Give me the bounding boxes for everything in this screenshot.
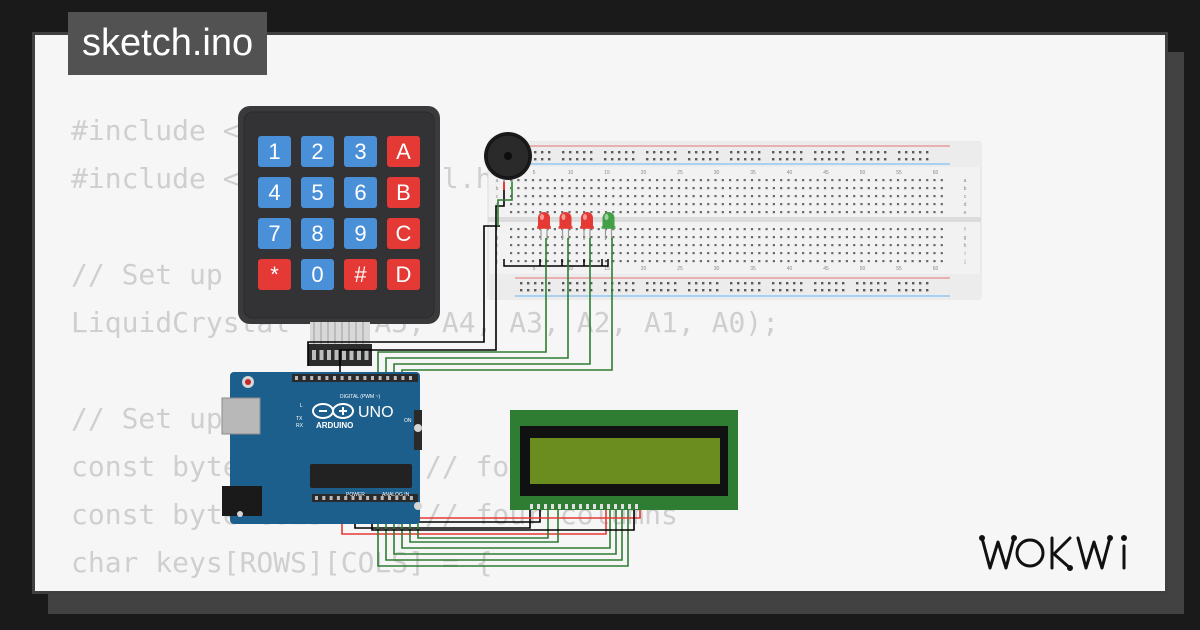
breadboard-column-label: 5 <box>533 170 536 176</box>
keypad-key[interactable]: 4 <box>258 177 291 208</box>
breadboard-column-label: 20 <box>641 170 647 176</box>
breadboard-column-label: 35 <box>750 170 756 176</box>
breadboard-row-label: a <box>964 178 967 184</box>
wokwi-logo <box>979 535 1127 571</box>
keypad-key[interactable]: 7 <box>258 218 291 249</box>
keypad-key[interactable]: 6 <box>344 177 377 208</box>
breadboard-row-label: d <box>964 202 967 208</box>
keypad-key-label: 3 <box>354 139 366 164</box>
breadboard-column-label: 40 <box>787 266 793 272</box>
keypad-key-label: C <box>396 221 412 246</box>
breadboard-column-label: 40 <box>787 170 793 176</box>
breadboard-column-label: 15 <box>604 170 610 176</box>
breadboard-column-label: 20 <box>641 266 647 272</box>
arduino-logo <box>312 403 354 419</box>
breadboard-column-label: 45 <box>823 266 829 272</box>
led[interactable] <box>537 212 551 240</box>
breadboard-column-label: 30 <box>714 266 720 272</box>
led[interactable] <box>558 212 573 240</box>
breadboard-row-label: d <box>496 202 499 208</box>
breadboard-column-label: 25 <box>677 266 683 272</box>
keypad-key-label: B <box>396 180 411 205</box>
breadboard-row-label: g <box>964 235 967 241</box>
breadboard-column-label: 60 <box>933 170 939 176</box>
keypad[interactable]: 1 2 3 A 4 5 6 B 7 8 9 C * 0 # D <box>238 106 440 366</box>
keypad-key[interactable]: 9 <box>344 218 377 249</box>
breadboard-column-label: 35 <box>750 266 756 272</box>
arduino-brand: ARDUINO <box>316 421 353 430</box>
arduino-led-l: L <box>300 403 303 409</box>
keypad-key[interactable]: 0 <box>301 259 334 290</box>
keypad-key[interactable]: 1 <box>258 136 291 167</box>
breadboard-column-label: 10 <box>568 266 574 272</box>
breadboard-column-label: 15 <box>604 266 610 272</box>
lcd-display[interactable] <box>510 410 738 510</box>
breadboard-row-label: j <box>963 259 965 265</box>
keypad-key-label: # <box>354 262 367 287</box>
breadboard-row-label: g <box>496 235 499 241</box>
breadboard-row-label: h <box>496 243 499 249</box>
keypad-key-label: 1 <box>268 139 280 164</box>
breadboard-row-label: e <box>496 210 499 216</box>
breadboard-row-label: i <box>964 251 965 257</box>
keypad-key-label: 5 <box>311 180 323 205</box>
breadboard-row-label: f <box>496 227 498 233</box>
breadboard-column-label: 55 <box>896 266 902 272</box>
keypad-key-label: D <box>396 262 412 287</box>
breadboard-column-label: 10 <box>568 170 574 176</box>
arduino-led-tx: TX <box>296 416 303 422</box>
keypad-key-label: A <box>396 139 411 164</box>
arduino-led-rx: RX <box>296 423 304 429</box>
keypad-key-label: 0 <box>311 262 323 287</box>
breadboard-holes <box>510 151 943 292</box>
keypad-key[interactable]: A <box>387 136 420 167</box>
breadboard-column-label: 5 <box>533 266 536 272</box>
keypad-key-label: 8 <box>311 221 323 246</box>
led[interactable] <box>580 212 594 240</box>
keypad-key-label: 2 <box>311 139 323 164</box>
breadboard-row-label: a <box>496 178 499 184</box>
arduino-analog-label: ANALOG IN <box>382 492 410 498</box>
keypad-key[interactable]: 8 <box>301 218 334 249</box>
breadboard-column-label: 25 <box>677 170 683 176</box>
breadboard-row-label: b <box>964 186 967 192</box>
arduino-digital-label: DIGITAL (PWM ~) <box>340 394 380 400</box>
keypad-key[interactable]: C <box>387 218 420 249</box>
breadboard-row-label: f <box>964 227 966 233</box>
breadboard-column-label: 50 <box>860 170 866 176</box>
arduino-model: UNO <box>358 404 394 421</box>
keypad-key-label: 9 <box>354 221 366 246</box>
keypad-key[interactable]: 5 <box>301 177 334 208</box>
code-line: char keys[ROWS][COLS] = { <box>71 546 493 579</box>
buzzer[interactable] <box>484 132 532 190</box>
breadboard-column-label: 30 <box>714 170 720 176</box>
breadboard-row-label: i <box>496 251 497 257</box>
keypad-key-label: 4 <box>268 180 280 205</box>
keypad-key[interactable]: B <box>387 177 420 208</box>
breadboard-row-label: c <box>964 194 967 200</box>
breadboard-row-label: h <box>964 243 967 249</box>
keypad-key-label: * <box>270 262 279 287</box>
breadboard-row-label: b <box>496 186 499 192</box>
keypad-key[interactable]: 3 <box>344 136 377 167</box>
arduino-power-label: POWER <box>346 492 365 498</box>
breadboard-row-label: e <box>964 210 967 216</box>
breadboard-column-label: 60 <box>933 266 939 272</box>
keypad-key[interactable]: 2 <box>301 136 334 167</box>
breadboard-column-label: 45 <box>823 170 829 176</box>
keypad-key[interactable]: D <box>387 259 420 290</box>
keypad-key[interactable]: * <box>258 259 291 290</box>
led-group <box>537 212 616 240</box>
breadboard-column-label: 55 <box>896 170 902 176</box>
keypad-key-label: 7 <box>268 221 280 246</box>
arduino-led-on: ON <box>404 418 412 424</box>
keypad-key-label: 6 <box>354 180 366 205</box>
breadboard-row-label: c <box>496 194 499 200</box>
breadboard-column-labels: 5510101515202025253030353540404545505055… <box>533 170 939 272</box>
keypad-key[interactable]: # <box>344 259 377 290</box>
arduino-uno[interactable]: UNO ARDUINO DIGITAL (PWM ~) POWER ANALOG… <box>221 372 422 524</box>
filename-tab[interactable]: sketch.ino <box>68 12 268 75</box>
breadboard-column-label: 50 <box>860 266 866 272</box>
